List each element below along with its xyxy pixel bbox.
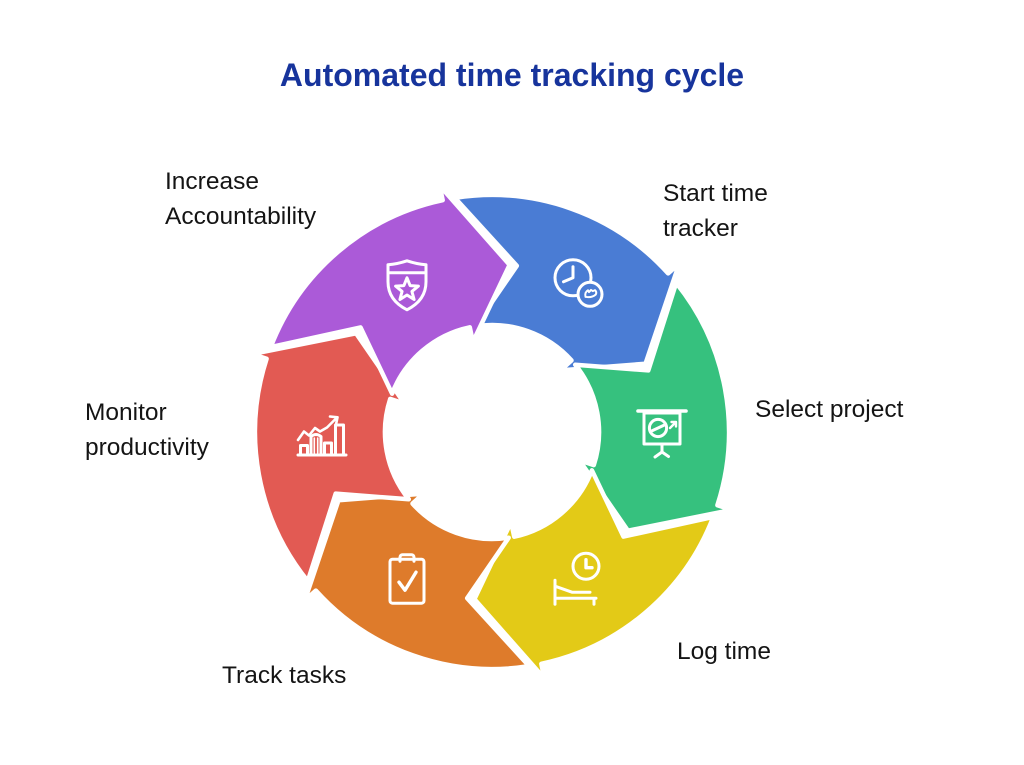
label-log-time: Log time	[677, 638, 771, 665]
label-monitor-productivity: Monitor productivity	[85, 399, 209, 461]
segment-arrow-track-tasks	[302, 491, 532, 672]
segment-arrow-log-time	[472, 468, 716, 681]
segment-arrow-monitor-productivity	[250, 331, 412, 584]
segment-arrow-select-project	[572, 280, 734, 533]
label-track-tasks: Track tasks	[222, 662, 347, 689]
label-select-project: Select project	[755, 396, 904, 423]
segment-arrow-start-time-tracker	[452, 192, 682, 373]
page-title: Automated time tracking cycle	[279, 57, 745, 93]
label-increase-accountability: Increase Accountability	[165, 168, 317, 230]
label-start-time-tracker: Start time tracker	[663, 180, 768, 242]
